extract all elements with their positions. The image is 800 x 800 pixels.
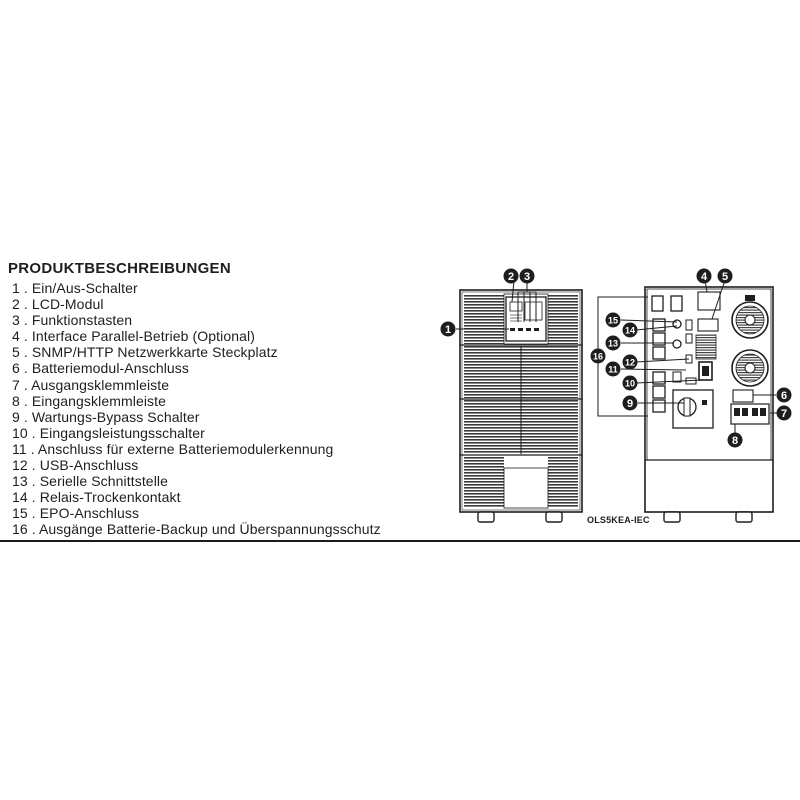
callout-badge-6: 6 (776, 387, 792, 403)
front-wheels (477, 511, 563, 523)
callout-badge-2: 2 (503, 268, 519, 284)
legend-item: 3 . Funktionstasten (12, 312, 133, 329)
model-caption: OLS5KEA-IEC (587, 515, 650, 525)
legend-item: 10 . Eingangsleistungsschalter (12, 424, 205, 441)
terminal-blocks (730, 389, 770, 425)
callout-badge-8: 8 (727, 432, 743, 448)
legend-item: 9 . Wartungs-Bypass Schalter (12, 408, 200, 425)
legend-item: 13 . Serielle Schnittstelle (12, 473, 169, 490)
ups-rear-view (597, 279, 783, 523)
svg-text:3: 3 (524, 271, 530, 283)
maintenance-bypass-switch (672, 389, 714, 429)
legend-item: 15 . EPO-Anschluss (12, 505, 140, 522)
legend-item: 6 . Batteriemodul-Anschluss (12, 360, 190, 377)
legend-item: 12 . USB-Anschluss (12, 457, 139, 474)
callout-badge-16: 16 (590, 348, 606, 364)
svg-text:13: 13 (608, 339, 618, 349)
legend-item: 16 . Ausgänge Batterie-Backup und Übersp… (12, 521, 381, 538)
callout-badge-7: 7 (776, 405, 792, 421)
svg-text:16: 16 (593, 352, 603, 362)
callout-badge-14: 14 (622, 322, 638, 338)
callout-badge-9: 9 (622, 395, 638, 411)
legend-item: 1 . Ein/Aus-Schalter (12, 280, 138, 296)
callout-badge-13: 13 (605, 335, 621, 351)
legend-item: 8 . Eingangsklemmleiste (12, 392, 167, 409)
ups-front-view (456, 279, 583, 523)
function-keys (510, 328, 539, 331)
svg-text:6: 6 (781, 390, 787, 402)
legend-item: 4 . Interface Parallel-Betrieb (Optional… (12, 328, 255, 345)
svg-text:11: 11 (608, 365, 618, 375)
svg-text:5: 5 (722, 271, 728, 283)
cooling-fans (731, 295, 769, 387)
svg-text:2: 2 (508, 271, 514, 283)
legend-item: 11 . Anschluss für externe Batteriemodul… (12, 440, 334, 457)
callout-badge-3: 3 (519, 268, 535, 284)
legend-item: 2 . LCD-Modul (12, 296, 104, 313)
svg-text:8: 8 (732, 435, 738, 447)
svg-text:7: 7 (781, 408, 787, 420)
callout-badge-1: 1 (440, 321, 456, 337)
svg-text:10: 10 (625, 379, 635, 389)
svg-text:15: 15 (608, 316, 618, 326)
svg-text:14: 14 (625, 326, 635, 336)
svg-text:12: 12 (625, 358, 635, 368)
section-heading: PRODUKTBESCHREIBUNGEN (8, 260, 231, 277)
ups-diagram: 1 2 3 4 5 6 7 8 9 10 11 12 (440, 268, 792, 523)
svg-text:4: 4 (701, 271, 708, 283)
callout-badge-12: 12 (622, 354, 638, 370)
legend-item: 14 . Relais-Trockenkontakt (12, 489, 181, 506)
callout-badge-4: 4 (696, 268, 712, 284)
svg-text:1: 1 (445, 324, 451, 336)
callout-badge-5: 5 (717, 268, 733, 284)
legend-item: 7 . Ausgangsklemmleiste (12, 376, 170, 393)
legend-item: 5 . SNMP/HTTP Netzwerkkarte Steckplatz (12, 344, 278, 361)
bottom-divider (0, 540, 800, 542)
callout-badge-11: 11 (605, 361, 621, 377)
lcd-module (505, 296, 547, 342)
component-legend: 1 . Ein/Aus-Schalter 2 . LCD-Modul 3 . F… (12, 280, 381, 538)
svg-text:9: 9 (627, 398, 633, 410)
callout-badge-10: 10 (622, 375, 638, 391)
rear-wheels (663, 511, 753, 523)
callout-badge-15: 15 (605, 312, 621, 328)
